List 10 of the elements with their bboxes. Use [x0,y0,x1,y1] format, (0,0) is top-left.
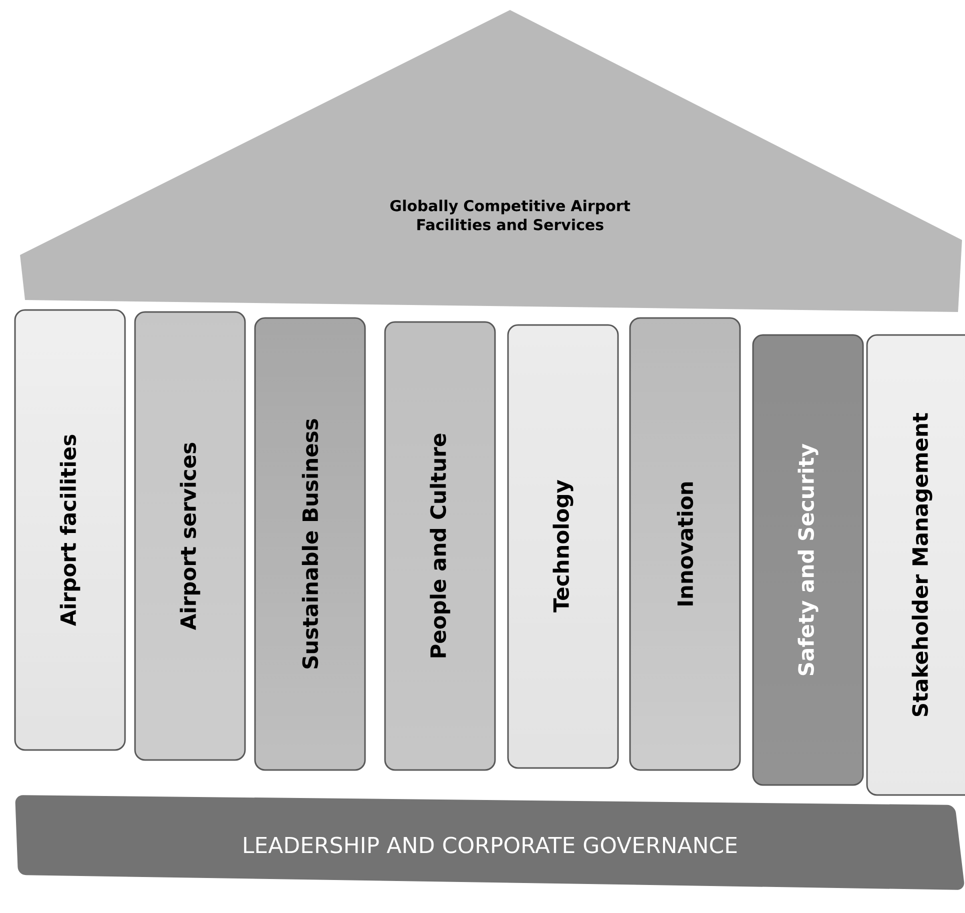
base-bar: LEADERSHIP AND CORPORATE GOVERNANCE [15,795,964,890]
pillar: Stakeholder Management [866,334,965,796]
pillar: Safety and Security [752,334,864,786]
pillar: People and Culture [384,321,496,771]
pillar: Technology [507,324,619,769]
pillar: Sustainable Business [254,317,366,771]
pillar: Airport services [134,311,246,761]
pillar: Airport facilities [14,309,126,751]
roof-triangle: Globally Competitive Airport Facilities and Services [20,10,962,312]
pillar: Innovation [629,317,741,771]
